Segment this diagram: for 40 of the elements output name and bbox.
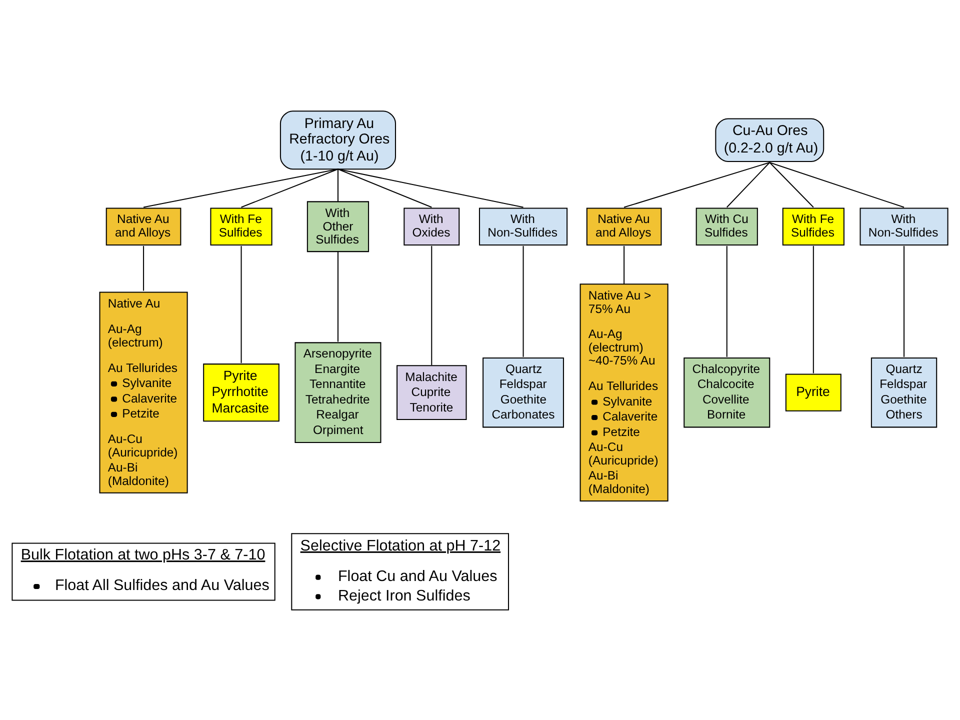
node-box: With Non-Sulfides [478,207,568,245]
connector [241,168,338,208]
node-box: Native Au Au-Ag (electrum) Au Tellurides Sylvanite Calaverite Petzite Au-Cu (Auricupride) Au-Bi (Maldonite) [99,291,188,493]
node-box: With Non-Sulfides [860,207,948,245]
connector [726,245,728,356]
connector [769,162,814,208]
connector [338,168,432,208]
node-box: Native Au and Alloys [586,207,662,245]
node-box: Quartz Feldspar Goethite Carbonates [482,356,564,428]
node-box: With Fe Sulfides [782,207,844,245]
connector [812,245,814,373]
node-box: Arsenopyrite Enargite Tennantite Tetrahedrite Realgar Orpiment [294,342,382,442]
node-box: Cu-Au Ores (0.2-2.0 g/t Au) [715,118,824,162]
node-box: Malachite Cuprite Tenorite [396,364,467,420]
node-box: Selective Flotation at pH 7-12 Float Cu and Au Values Reject Iron Sulfides [291,532,510,610]
connector [431,245,432,365]
node-box: With Other Sulfides [306,200,370,252]
node-box: Pyrite [785,373,842,411]
connector [143,168,338,208]
node-box: Pyrite Pyrrhotite Marcasite [203,363,280,422]
connector [726,162,770,208]
connector [769,162,904,208]
node-box: With Fe Sulfides [210,207,272,245]
connector [337,168,338,202]
connector [904,245,905,356]
connector [240,245,242,363]
node-box: Chalcopyrite Chalcocite Covellite Bornite [684,356,770,428]
connector [143,245,144,290]
node-box: Native Au and Alloys [106,207,182,245]
connector [338,168,524,208]
connector [522,245,524,356]
node-box: Primary Au Refractory Ores (1-10 g/t Au) [280,110,396,170]
node-box: Bulk Flotation at two pHs 3-7 & 7-10 Float All Sulfides and Au Values [12,542,276,600]
node-box: With Oxides [404,207,460,245]
node-box: Quartz Feldspar Goethite Others [870,356,938,428]
node-box: With Cu Sulfides [696,207,758,245]
connector [624,245,625,284]
connector [624,162,770,208]
node-box: Native Au > 75% Au Au-Ag (electrum) ~40-75% Au Au Tellurides Sylvanite Calaverite Petzite Au-Cu (Auricupride) Au-Bi (Maldonite) [580,283,668,501]
connector [337,251,338,342]
